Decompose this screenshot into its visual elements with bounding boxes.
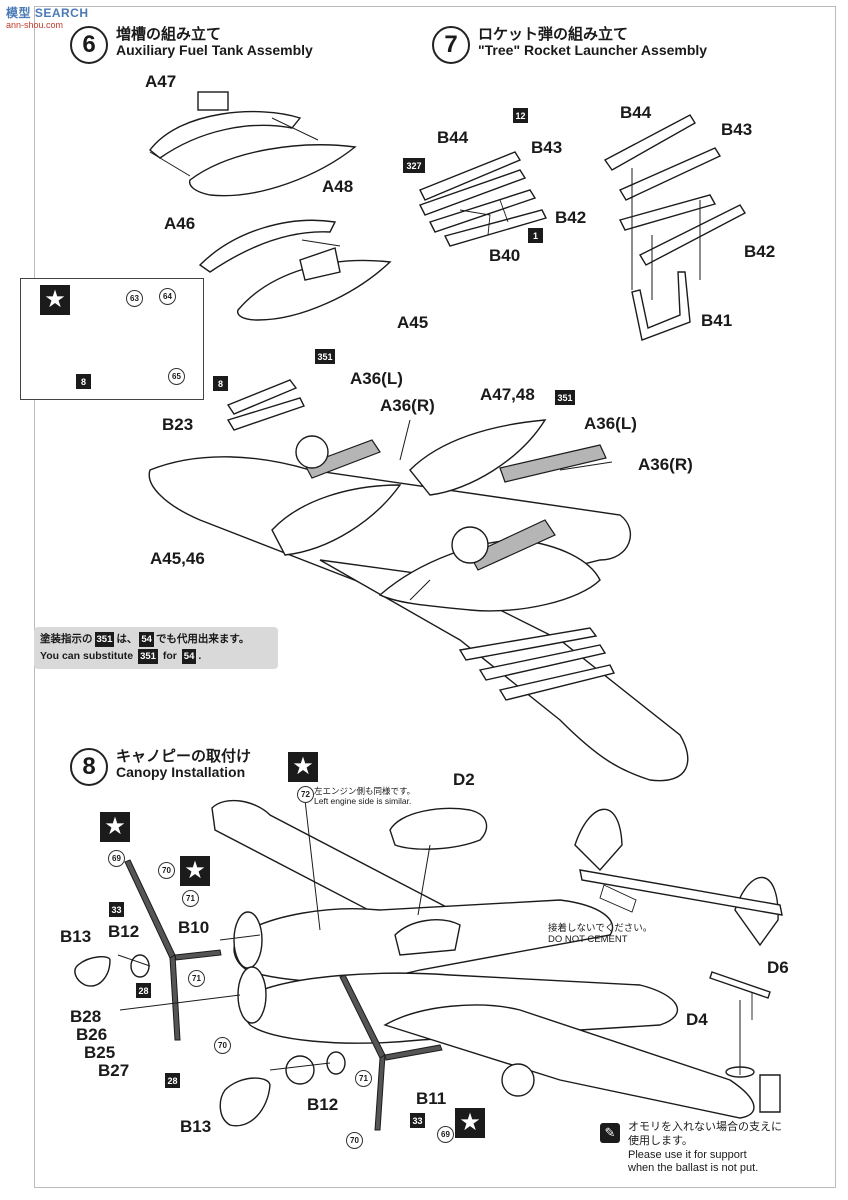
part-label-b43-right: B43	[721, 120, 753, 139]
part-label-b11: B11	[416, 1089, 447, 1108]
decal-callout-65: 65	[168, 368, 185, 385]
part-label-d4: D4	[686, 1010, 708, 1029]
part-label-b44-right: B44	[620, 103, 652, 122]
part-label-b40: B40	[489, 246, 521, 265]
step-8-number: 8	[70, 748, 108, 786]
decal-star-icon-prop-right: ★	[455, 1108, 485, 1138]
part-label-b42-left: B42	[555, 208, 587, 227]
part-label-a47-48: A47,48	[480, 385, 535, 404]
decal-callout-71-a: 71	[182, 890, 199, 907]
decal-callout-71-b: 71	[188, 970, 205, 987]
decal-callout-63: 63	[126, 290, 143, 307]
part-label-a45: A45	[397, 313, 429, 332]
step-6-title-jp: 増槽の組み立て	[116, 25, 222, 43]
paint-note-en: You can substitute 351 for 54.	[40, 648, 272, 665]
step-6-number: 6	[70, 26, 108, 64]
color-callout-12: 12	[513, 108, 528, 123]
rockets-right	[603, 114, 746, 341]
color-callout-8: 8	[76, 374, 91, 389]
color-callout-8-wing: 8	[213, 376, 228, 391]
decal-star-icon-prop-left: ★	[100, 812, 130, 842]
part-label-a48: A48	[322, 177, 354, 196]
decal-star-icon-prop-mid: ★	[180, 856, 210, 886]
decal-callout-69-b: 69	[437, 1126, 454, 1143]
color-callout-351-left: 351	[315, 349, 335, 364]
decal-callout-70-c: 70	[346, 1132, 363, 1149]
step-8-title-en: Canopy Installation	[116, 763, 246, 780]
part-label-b12-bottom: B12	[307, 1095, 339, 1114]
color-callout-28-a: 28	[136, 983, 151, 998]
watermark-top: 模型 SEARCH	[6, 6, 89, 20]
part-label-b10: B10	[178, 918, 210, 937]
color-callout-33-a: 33	[109, 902, 124, 917]
part-label-b26: B26	[76, 1025, 108, 1044]
part-label-b23: B23	[162, 415, 194, 434]
part-label-d2: D2	[453, 770, 475, 789]
part-label-d6: D6	[767, 958, 789, 977]
step-8-header: 8 キャノピーの取付け Canopy Installation	[70, 748, 251, 786]
part-label-b12-top: B12	[108, 922, 140, 941]
decal-callout-70-b: 70	[214, 1037, 231, 1054]
step-7-header: 7 ロケット弾の組み立て "Tree" Rocket Launcher Asse…	[432, 26, 707, 64]
color-callout-1: 1	[528, 228, 543, 243]
decal-callout-64: 64	[159, 288, 176, 305]
step-7-number: 7	[432, 26, 470, 64]
part-label-b27: B27	[98, 1061, 130, 1080]
part-label-b43-left: B43	[531, 138, 563, 157]
part-label-b28: B28	[70, 1007, 102, 1026]
part-label-a47: A47	[145, 72, 177, 91]
part-label-b25: B25	[84, 1043, 116, 1062]
part-label-a46: A46	[164, 214, 196, 233]
decal-callout-69-a: 69	[108, 850, 125, 867]
part-label-a45-46: A45,46	[150, 549, 205, 568]
step-6-header: 6 増槽の組み立て Auxiliary Fuel Tank Assembly	[70, 26, 313, 64]
part-label-b13-top: B13	[60, 927, 92, 946]
part-label-a36r-right: A36(R)	[638, 455, 693, 474]
part-label-a36l-right: A36(L)	[584, 414, 637, 433]
part-label-b42-right: B42	[744, 242, 776, 261]
part-label-a36l-left: A36(L)	[350, 369, 403, 388]
left-engine-note: 左エンジン側も同様です。 Left engine side is similar…	[314, 786, 416, 807]
part-label-b13-bottom: B13	[180, 1117, 212, 1136]
color-callout-28-b: 28	[165, 1073, 180, 1088]
part-label-b44-left: B44	[437, 128, 469, 147]
decal-callout-71-c: 71	[355, 1070, 372, 1087]
color-callout-351-right: 351	[555, 390, 575, 405]
decal-star-icon-fuselage: ★	[288, 752, 318, 782]
decal-callout-72: 72	[297, 786, 314, 803]
decal-star-icon: ★	[40, 285, 70, 315]
step-7-title-en: "Tree" Rocket Launcher Assembly	[478, 41, 708, 58]
part-label-b41: B41	[701, 311, 733, 330]
watermark-bottom: ann-shou.com	[6, 20, 64, 30]
decal-callout-70-a: 70	[158, 862, 175, 879]
support-stand-note: オモリを入れない場合の支えに 使用します。 Please use it for …	[628, 1121, 782, 1175]
color-callout-33-b: 33	[410, 1113, 425, 1128]
step-8-title-jp: キャノピーの取付け	[116, 747, 252, 765]
rockets-left	[419, 151, 548, 247]
brush-icon: ✎	[600, 1123, 620, 1143]
color-callout-327: 327	[403, 158, 425, 173]
do-not-cement-note: 接着しないでください。 DO NOT CEMENT	[548, 923, 653, 946]
step-6-title-en: Auxiliary Fuel Tank Assembly	[116, 41, 313, 58]
part-label-a36r-left: A36(R)	[380, 396, 435, 415]
step-7-title-jp: ロケット弾の組み立て	[478, 25, 629, 43]
